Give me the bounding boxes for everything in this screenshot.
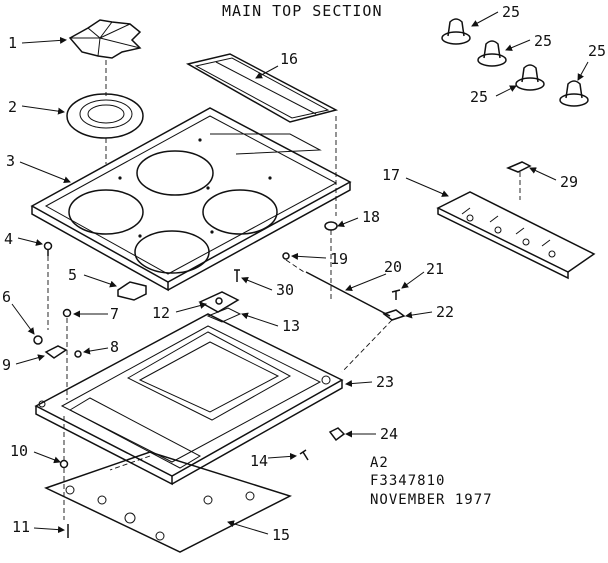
bracket-12 xyxy=(198,291,240,313)
callout-7: 7 xyxy=(110,305,119,323)
callout-8: 8 xyxy=(110,338,119,356)
control-panel xyxy=(436,191,596,280)
callout-9: 9 xyxy=(2,356,11,374)
burner-cap xyxy=(68,19,142,59)
knob xyxy=(441,18,471,45)
nut-7 xyxy=(62,308,72,318)
callout-5: 5 xyxy=(68,266,77,284)
screw-4 xyxy=(43,241,53,256)
alignment-lines xyxy=(47,60,521,520)
knob xyxy=(559,80,589,107)
callout-3: 3 xyxy=(6,152,15,170)
screw-30 xyxy=(234,269,240,282)
control-knobs xyxy=(441,18,589,107)
callout-29: 29 xyxy=(560,173,578,191)
callout-25-d: 25 xyxy=(588,42,606,60)
callout-labels: 1 2 3 4 5 6 7 8 9 10 11 12 13 14 15 16 1… xyxy=(2,3,606,544)
callout-20: 20 xyxy=(384,258,402,276)
screw-6 xyxy=(33,335,43,345)
callout-25-b: 25 xyxy=(534,32,552,50)
screw-14 xyxy=(299,449,309,461)
callout-1: 1 xyxy=(8,34,17,52)
callout-12: 12 xyxy=(152,304,170,322)
bracket-22 xyxy=(382,309,406,321)
clip-29 xyxy=(506,161,532,173)
main-top xyxy=(30,107,352,292)
plate-13 xyxy=(206,307,242,323)
callout-25-a: 25 xyxy=(502,3,520,21)
callout-11: 11 xyxy=(12,518,30,536)
callout-16: 16 xyxy=(280,50,298,68)
callout-4: 4 xyxy=(4,230,13,248)
caption-line-3: NOVEMBER 1977 xyxy=(370,492,493,508)
callout-23: 23 xyxy=(376,373,394,391)
callout-6: 6 xyxy=(2,288,11,306)
burner-bowl xyxy=(66,93,144,139)
callout-2: 2 xyxy=(8,98,17,116)
caption-line-1: A2 xyxy=(370,455,389,471)
knob xyxy=(515,64,545,91)
callout-18: 18 xyxy=(362,208,380,226)
callout-15: 15 xyxy=(272,526,290,544)
clip-9 xyxy=(44,345,68,359)
callout-22: 22 xyxy=(436,303,454,321)
callout-14: 14 xyxy=(250,452,268,470)
top-bracket xyxy=(117,281,147,301)
callout-10: 10 xyxy=(10,442,28,460)
leader-lines xyxy=(11,11,589,535)
diagram-title: MAIN TOP SECTION xyxy=(222,2,383,20)
backguard-strip xyxy=(185,53,339,123)
callout-21: 21 xyxy=(426,260,444,278)
screw-8 xyxy=(74,350,82,358)
screw-10 xyxy=(59,459,69,469)
callout-30: 30 xyxy=(276,281,294,299)
callout-19: 19 xyxy=(330,250,348,268)
burner-box xyxy=(34,313,344,486)
caption-line-2: F3347810 xyxy=(370,473,445,489)
callout-17: 17 xyxy=(382,166,400,184)
callout-24: 24 xyxy=(380,425,398,443)
grommet-18 xyxy=(324,221,338,231)
bottom-plate xyxy=(44,451,292,553)
callout-25-c: 25 xyxy=(470,88,488,106)
screw-21 xyxy=(391,289,401,300)
clip-24 xyxy=(328,427,346,442)
washer-19 xyxy=(282,252,290,260)
knob xyxy=(477,40,507,67)
caption-block: A2 F3347810 NOVEMBER 1977 xyxy=(370,455,493,508)
callout-13: 13 xyxy=(282,317,300,335)
rod-20 xyxy=(305,271,391,317)
